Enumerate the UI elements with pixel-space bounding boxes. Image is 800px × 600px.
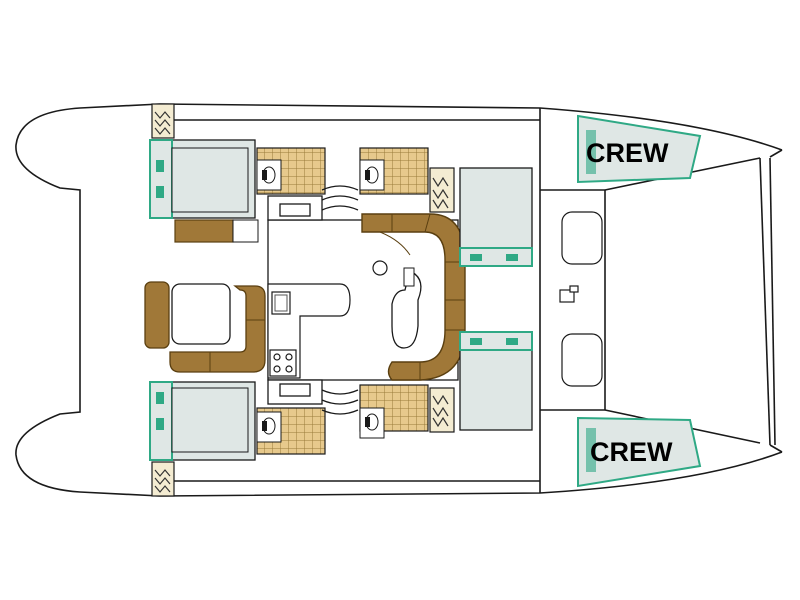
passage-arc-bottom bbox=[321, 389, 359, 415]
stairs-icon bbox=[154, 469, 171, 493]
foredeck bbox=[559, 211, 603, 387]
aft-cockpit-seating bbox=[144, 281, 266, 373]
aft-port-cabin bbox=[149, 139, 256, 219]
hatch-icon bbox=[561, 333, 603, 387]
helm-icon bbox=[559, 289, 575, 303]
passage-arc-top bbox=[321, 185, 359, 211]
stove-icon bbox=[269, 349, 297, 377]
crew-label-bottom: CREW bbox=[590, 437, 673, 467]
bow-hull-inner-top bbox=[759, 157, 771, 446]
stairs-icon bbox=[432, 394, 449, 428]
aft-port-bench bbox=[174, 219, 234, 243]
top-step-box bbox=[267, 195, 323, 221]
head-aft-port bbox=[256, 147, 326, 195]
starboard-hull-bottom bbox=[159, 451, 783, 497]
galley bbox=[267, 283, 351, 379]
head-forward-port bbox=[359, 147, 429, 195]
head-forward-starboard bbox=[359, 384, 429, 439]
head-aft-starboard bbox=[256, 407, 326, 455]
sink-icon bbox=[271, 291, 291, 315]
bow-bottom-line bbox=[769, 444, 783, 453]
port-hull-top bbox=[159, 103, 783, 151]
crew-cabin-bottom bbox=[577, 416, 702, 488]
crew-label-top: CREW bbox=[586, 138, 669, 168]
salon-table bbox=[372, 260, 422, 349]
forward-starboard-cabin bbox=[459, 331, 533, 431]
stairs-icon bbox=[432, 176, 449, 210]
crew-cabin-top bbox=[577, 114, 702, 184]
forward-port-cabin bbox=[459, 167, 533, 267]
stairs-top-right bbox=[429, 167, 455, 213]
hatch-icon bbox=[561, 211, 603, 265]
helm-icon bbox=[372, 260, 388, 276]
stern-outline bbox=[15, 103, 161, 497]
stairs-bottom-right bbox=[429, 387, 455, 433]
aft-starboard-cabin bbox=[149, 381, 256, 461]
stairs-icon bbox=[154, 111, 171, 135]
aft-port-shelf bbox=[232, 219, 259, 243]
bow-top-line bbox=[769, 149, 783, 158]
stairs-top-left bbox=[151, 103, 175, 139]
bow-hull-inner-bottom bbox=[769, 157, 776, 446]
stairs-bottom-left bbox=[151, 461, 175, 497]
